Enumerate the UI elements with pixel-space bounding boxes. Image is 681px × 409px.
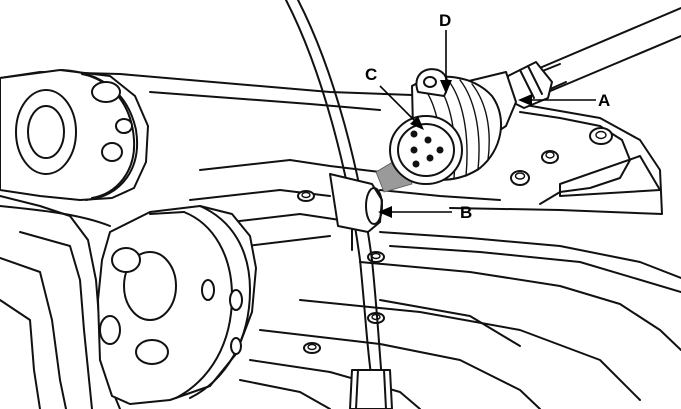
callout-c (379, 85, 424, 130)
callout-a (518, 94, 596, 106)
screw-hole-icon (589, 127, 613, 145)
callout-label-c: C (365, 65, 377, 84)
connector-pins (410, 130, 444, 168)
screw-hole-icon (510, 170, 530, 186)
upper-lamp-housing (0, 69, 149, 227)
screw-hole-icon (303, 342, 321, 354)
callout-label-d: D (439, 11, 451, 30)
lower-lamp-housing (97, 205, 257, 405)
screw-hole-icon (541, 150, 559, 164)
callout-d (440, 30, 452, 94)
screw-holes (297, 127, 613, 354)
socket-b (329, 173, 383, 233)
device-frame (0, 7, 681, 409)
callout-label-a: A (598, 91, 610, 110)
callout-label-b: B (460, 203, 472, 222)
screw-hole-icon (297, 190, 315, 202)
connector-plug (389, 61, 567, 185)
callout-b (378, 206, 452, 218)
